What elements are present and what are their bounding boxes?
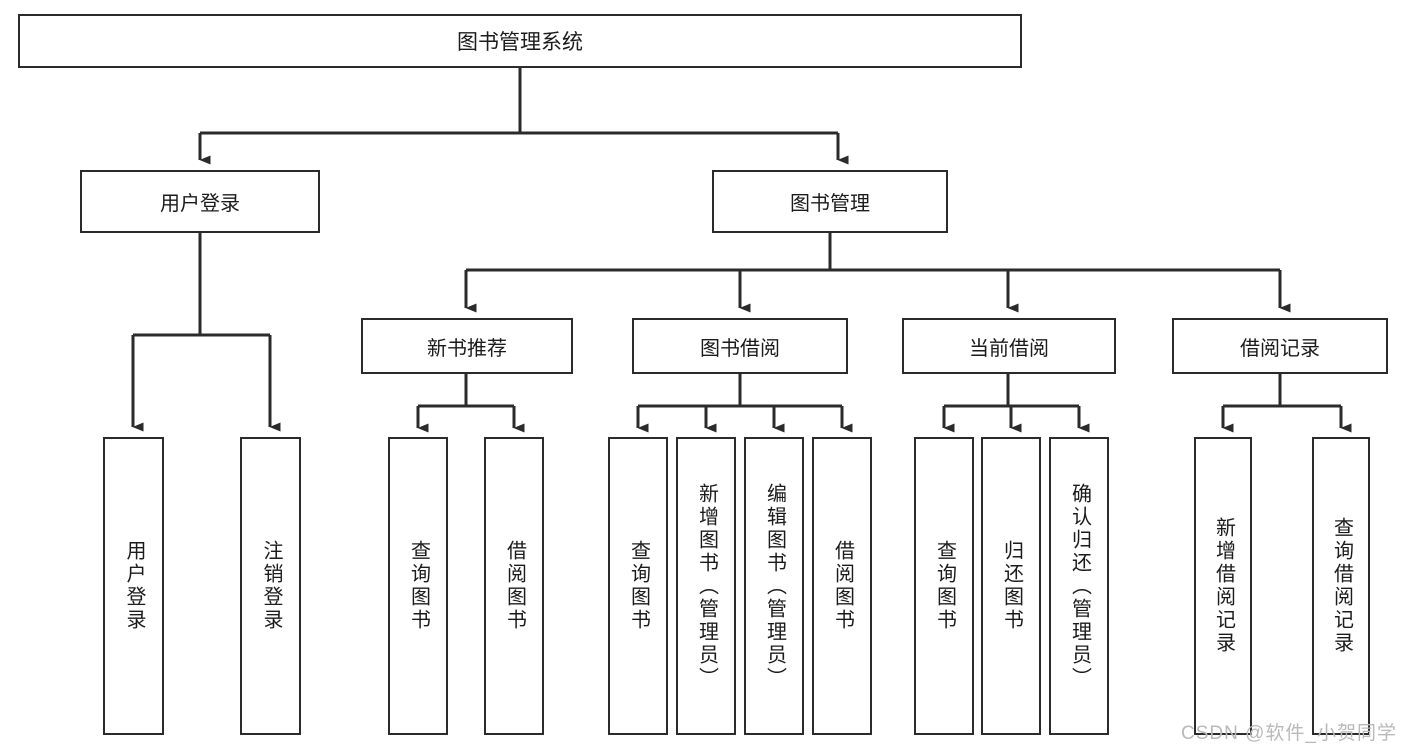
- node-root-label: 图书管理系统: [457, 31, 583, 54]
- node-book-borrow[interactable]: 图书借阅: [632, 318, 848, 374]
- node-leaf-return-book-label: 归还图书: [1000, 540, 1023, 632]
- node-leaf-add-borrow-record-label: 新增借阅记录: [1212, 517, 1235, 655]
- node-borrow-record-label: 借阅记录: [1240, 337, 1320, 360]
- node-leaf-edit-book-label: 编辑图书（管理员）: [763, 482, 786, 690]
- node-leaf-confirm-return[interactable]: 确认归还（管理员）: [1049, 437, 1109, 735]
- node-leaf-return-book[interactable]: 归还图书: [981, 437, 1041, 735]
- node-leaf-confirm-return-label: 确认归还（管理员）: [1068, 482, 1091, 690]
- node-leaf-borrow-book-recommend[interactable]: 借阅图书: [484, 437, 544, 735]
- node-new-book-recommend-label: 新书推荐: [427, 337, 507, 360]
- node-leaf-edit-book[interactable]: 编辑图书（管理员）: [744, 437, 804, 735]
- node-user-login[interactable]: 用户登录: [80, 170, 320, 233]
- node-leaf-query-borrow-record-label: 查询借阅记录: [1330, 517, 1353, 655]
- node-leaf-logout-login-label: 注销登录: [260, 540, 282, 632]
- node-leaf-query-book-current[interactable]: 查询图书: [914, 437, 974, 735]
- node-leaf-borrow-book[interactable]: 借阅图书: [812, 437, 872, 735]
- node-root-book-management-system[interactable]: 图书管理系统: [18, 14, 1022, 68]
- node-user-login-label: 用户登录: [160, 193, 240, 215]
- node-current-borrow-label: 当前借阅: [969, 337, 1049, 360]
- node-current-borrow[interactable]: 当前借阅: [902, 318, 1116, 374]
- node-leaf-borrow-book-label: 借阅图书: [831, 540, 854, 632]
- node-leaf-logout-login[interactable]: 注销登录: [240, 437, 301, 735]
- node-book-management-label: 图书管理: [790, 193, 870, 215]
- node-leaf-query-book-recommend[interactable]: 查询图书: [388, 437, 448, 735]
- node-borrow-record[interactable]: 借阅记录: [1172, 318, 1388, 374]
- node-leaf-user-login[interactable]: 用户登录: [103, 437, 164, 735]
- node-leaf-user-login-label: 用户登录: [123, 540, 145, 632]
- node-leaf-query-book-borrow[interactable]: 查询图书: [608, 437, 668, 735]
- node-leaf-query-book-current-label: 查询图书: [933, 540, 956, 632]
- node-book-borrow-label: 图书借阅: [700, 337, 780, 360]
- node-leaf-add-borrow-record[interactable]: 新增借阅记录: [1194, 437, 1252, 735]
- node-leaf-add-book[interactable]: 新增图书（管理员）: [676, 437, 736, 735]
- node-book-management[interactable]: 图书管理: [712, 170, 948, 233]
- node-leaf-add-book-label: 新增图书（管理员）: [695, 482, 718, 690]
- node-leaf-query-borrow-record[interactable]: 查询借阅记录: [1312, 437, 1370, 735]
- node-new-book-recommend[interactable]: 新书推荐: [361, 318, 573, 374]
- node-leaf-query-book-borrow-label: 查询图书: [627, 540, 650, 632]
- node-leaf-borrow-book-recommend-label: 借阅图书: [503, 540, 526, 632]
- node-leaf-query-book-recommend-label: 查询图书: [407, 540, 430, 632]
